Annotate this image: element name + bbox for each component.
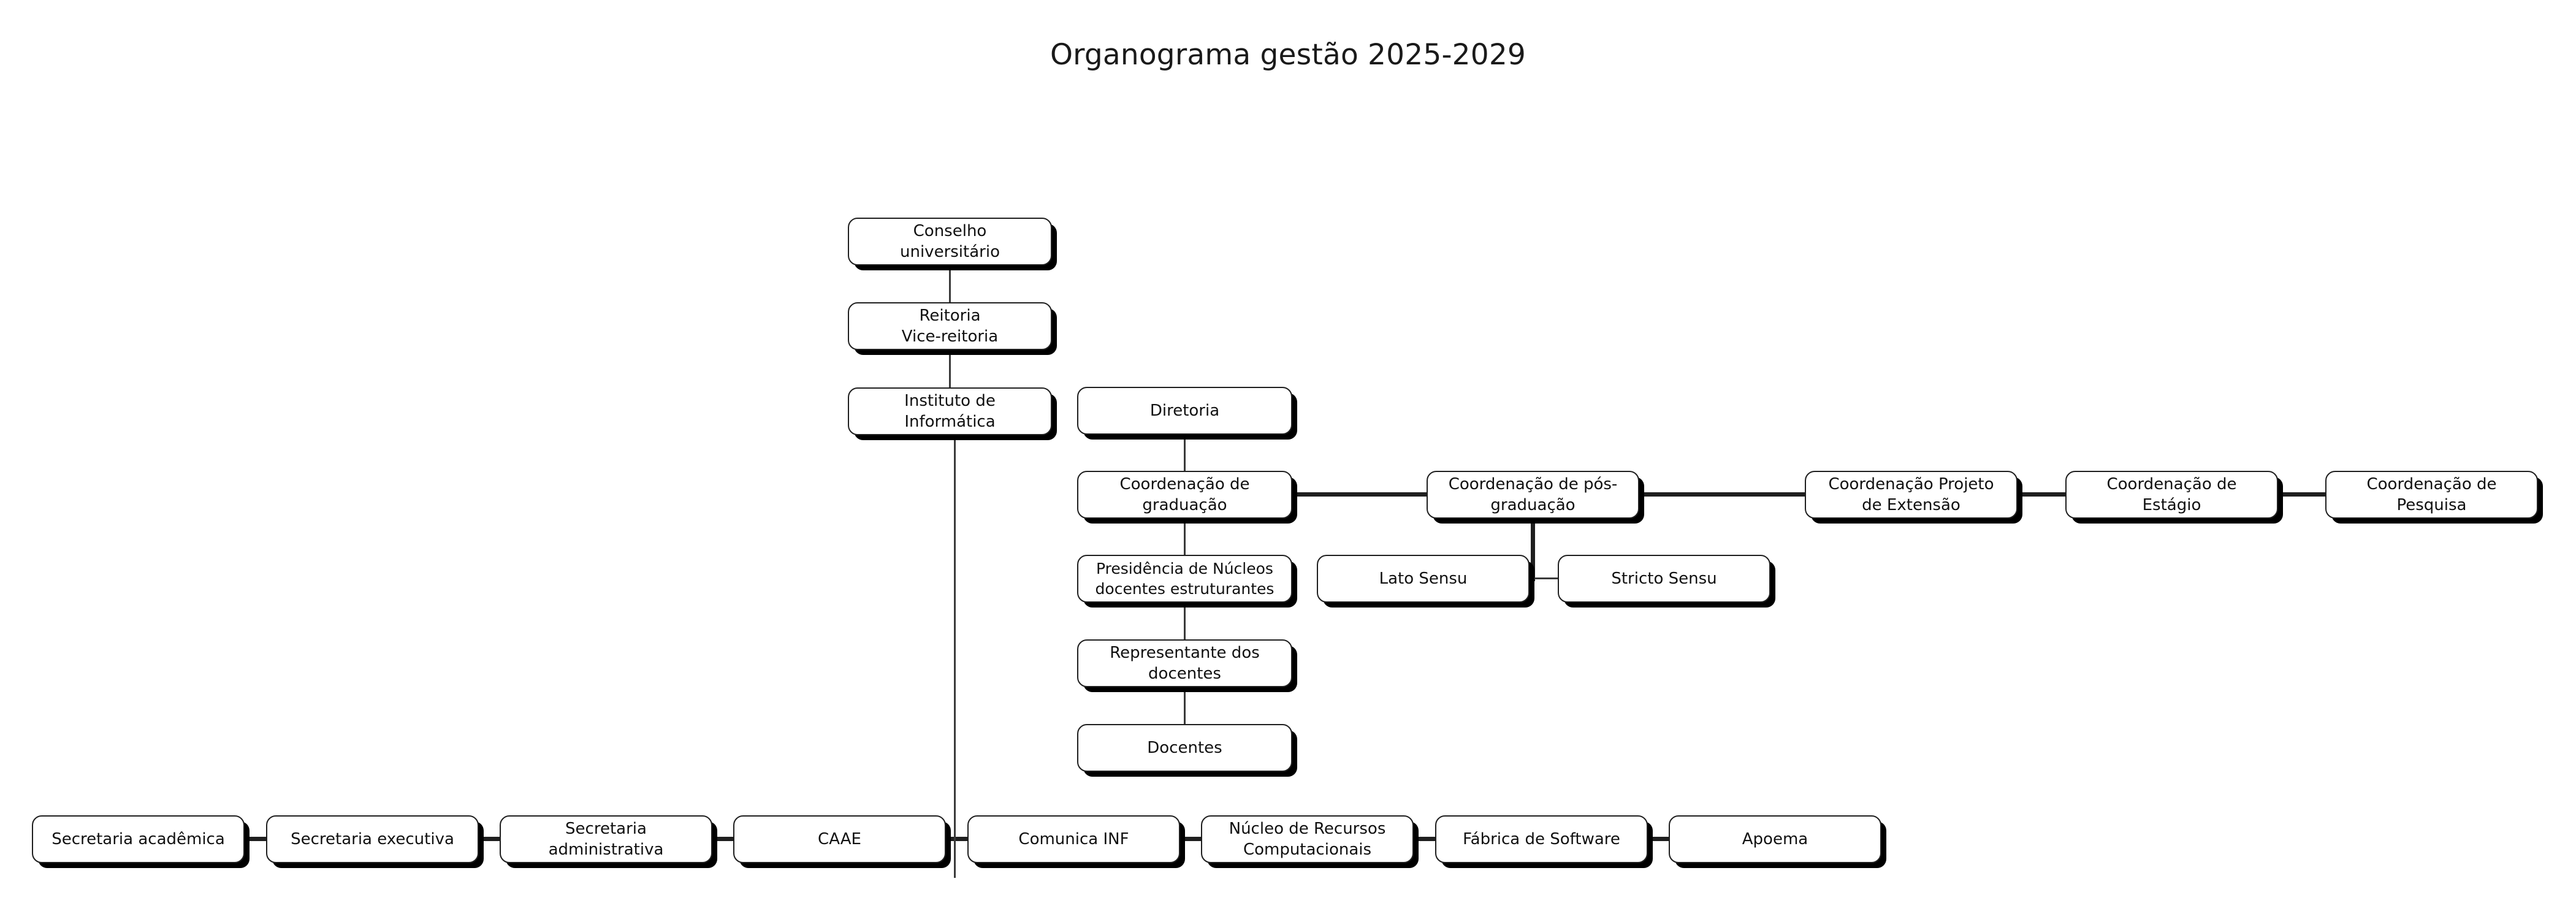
connector-nucleo-fabrica bbox=[1412, 837, 1438, 841]
node-presidencia-nucleos-docentes-estruturantes[interactable]: Presidência de Núcleos docentes estrutur… bbox=[1077, 555, 1292, 603]
connector-presidencia-representante bbox=[1184, 603, 1186, 640]
connector-coordext-coordestagio bbox=[2016, 492, 2067, 497]
page-title: Organograma gestão 2025-2029 bbox=[1050, 38, 1526, 72]
connector-coordgrad-presidencia bbox=[1184, 519, 1186, 555]
connector-secadmin-caae bbox=[711, 837, 736, 841]
connector-coordestagio-coordpesq bbox=[2277, 492, 2327, 497]
node-secretaria-academica[interactable]: Secretaria acadêmica bbox=[32, 815, 245, 863]
node-fabrica-de-software[interactable]: Fábrica de Software bbox=[1435, 815, 1648, 863]
node-coordenacao-graduacao[interactable]: Coordenação de graduação bbox=[1077, 471, 1292, 519]
node-caae[interactable]: CAAE bbox=[733, 815, 946, 863]
node-instituto-de-informatica[interactable]: Instituto de Informática bbox=[848, 387, 1052, 435]
connector-coordpos-coordext bbox=[1638, 492, 1807, 497]
node-stricto-sensu[interactable]: Stricto Sensu bbox=[1558, 555, 1770, 603]
node-coordenacao-pos-graduacao[interactable]: Coordenação de pós- graduação bbox=[1427, 471, 1639, 519]
node-coordenacao-estagio[interactable]: Coordenação de Estágio bbox=[2065, 471, 2278, 519]
node-reitoria-vice-reitoria[interactable]: Reitoria Vice-reitoria bbox=[848, 302, 1052, 350]
connector-reitoria-instituto bbox=[949, 350, 951, 388]
connector-representante-docentes bbox=[1184, 687, 1186, 725]
node-secretaria-executiva[interactable]: Secretaria executiva bbox=[266, 815, 479, 863]
node-coordenacao-pesquisa[interactable]: Coordenação de Pesquisa bbox=[2325, 471, 2538, 519]
node-docentes[interactable]: Docentes bbox=[1077, 724, 1292, 772]
node-coordenacao-projeto-extensao[interactable]: Coordenação Projeto de Extensão bbox=[1805, 471, 2018, 519]
connector-caae-comunica bbox=[944, 837, 970, 841]
connector-stricto-junction bbox=[1531, 577, 1560, 579]
connector-coordpos-sensu-drop bbox=[1531, 519, 1535, 581]
connector-coordgrad-coordpos bbox=[1292, 492, 1428, 497]
connector-instituto-bottom-spine bbox=[954, 435, 956, 878]
node-lato-sensu[interactable]: Lato Sensu bbox=[1317, 555, 1530, 603]
connector-diretoria-coordgrad bbox=[1184, 435, 1186, 471]
node-diretoria[interactable]: Diretoria bbox=[1077, 387, 1292, 435]
node-apoema[interactable]: Apoema bbox=[1669, 815, 1881, 863]
node-conselho-universitario[interactable]: Conselho universitário bbox=[848, 218, 1052, 265]
connector-secexecutiva-secadmin bbox=[477, 837, 502, 841]
connector-secacademica-secexecutiva bbox=[243, 837, 269, 841]
node-secretaria-administrativa[interactable]: Secretaria administrativa bbox=[500, 815, 712, 863]
node-nucleo-recursos-computacionais[interactable]: Núcleo de Recursos Computacionais bbox=[1201, 815, 1414, 863]
node-representante-dos-docentes[interactable]: Representante dos docentes bbox=[1077, 639, 1292, 687]
node-comunica-inf[interactable]: Comunica INF bbox=[967, 815, 1180, 863]
connector-comunica-nucleo bbox=[1178, 837, 1203, 841]
connector-conselho-reitoria bbox=[949, 265, 951, 303]
connector-fabrica-apoema bbox=[1646, 837, 1671, 841]
